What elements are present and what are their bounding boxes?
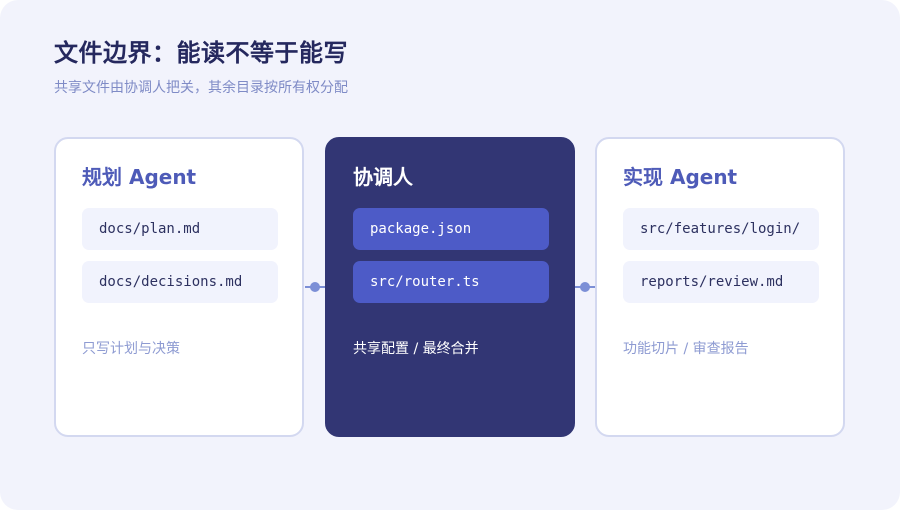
implementation-agent-panel: 实现 Agent src/features/login/ reports/rev… xyxy=(595,137,845,437)
panel-title: 规划 Agent xyxy=(82,165,197,189)
panel-title: 实现 Agent xyxy=(623,165,738,189)
file-chip: docs/decisions.md xyxy=(82,261,278,303)
connector-dot xyxy=(580,282,590,292)
diagram-subtitle: 共享文件由协调人把关，其余目录按所有权分配 xyxy=(54,80,348,96)
connector-line xyxy=(575,282,595,292)
connector-dot xyxy=(310,282,320,292)
file-chip: package.json xyxy=(353,208,549,250)
panel-note: 共享配置 / 最终合并 xyxy=(353,341,479,357)
file-chip: reports/review.md xyxy=(623,261,819,303)
coordinator-panel: 协调人 package.json src/router.ts 共享配置 / 最终… xyxy=(325,137,575,437)
file-chip: docs/plan.md xyxy=(82,208,278,250)
file-chip: src/features/login/ xyxy=(623,208,819,250)
file-chip: src/router.ts xyxy=(353,261,549,303)
panel-note: 功能切片 / 审查报告 xyxy=(623,341,749,357)
connector-line xyxy=(305,282,325,292)
panel-note: 只写计划与决策 xyxy=(82,341,180,357)
diagram-title: 文件边界：能读不等于能写 xyxy=(54,39,348,67)
panel-title: 协调人 xyxy=(353,165,413,189)
planning-agent-panel: 规划 Agent docs/plan.md docs/decisions.md … xyxy=(54,137,304,437)
